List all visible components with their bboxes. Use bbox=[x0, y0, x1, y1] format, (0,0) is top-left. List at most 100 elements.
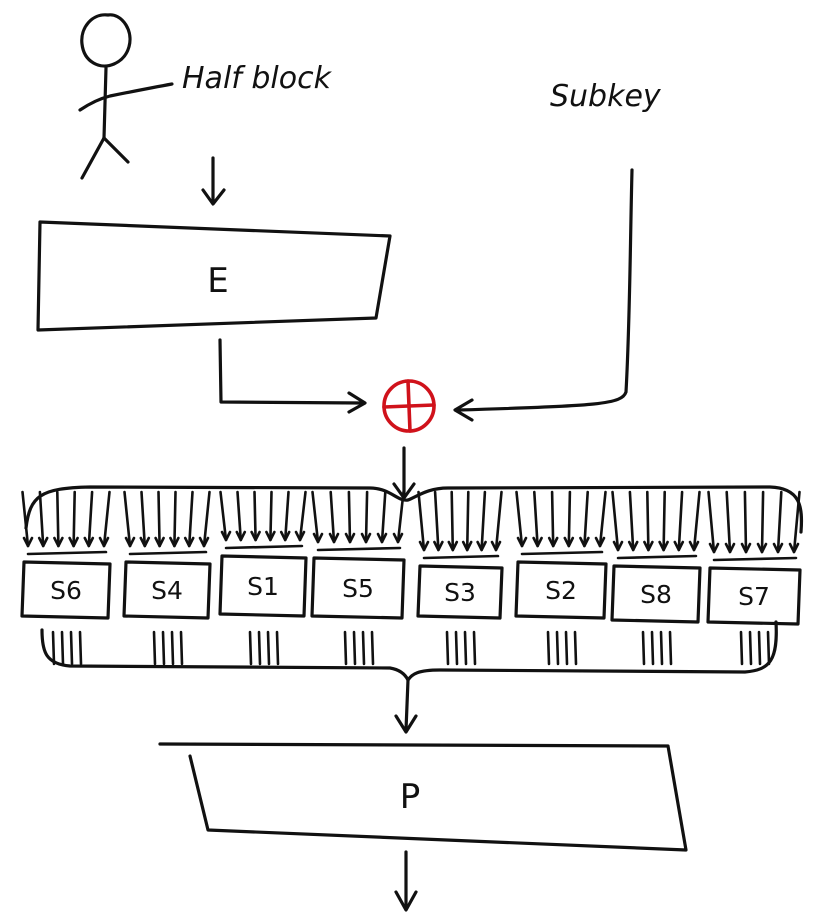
sbox-outline bbox=[20, 560, 112, 620]
input-bit-arrowhead bbox=[376, 532, 388, 544]
output-bit-line bbox=[445, 630, 450, 666]
input-bit-arrow bbox=[380, 490, 387, 544]
input-bit-arrow bbox=[567, 490, 572, 548]
input-bit-arrowhead bbox=[392, 532, 404, 544]
sbox-output-group bbox=[641, 630, 673, 666]
sbox-lid bbox=[422, 554, 500, 560]
input-bit-arrowhead bbox=[220, 530, 232, 542]
input-bit-arrow bbox=[38, 490, 45, 548]
sbox-output-group bbox=[248, 630, 280, 666]
input-bit-arrow bbox=[533, 490, 539, 548]
input-bit-arrowhead bbox=[183, 536, 195, 548]
input-bit-arrow bbox=[396, 490, 405, 544]
input-bit-arrow bbox=[450, 490, 455, 552]
input-bit-arrowhead bbox=[169, 536, 180, 548]
input-bit-arrow bbox=[202, 490, 211, 548]
input-bit-arrowhead bbox=[724, 542, 736, 554]
sbox-output-group bbox=[51, 630, 83, 666]
input-bit-arrowhead bbox=[612, 540, 624, 552]
sbox-row: S6 S4 S1 S5 S3 S2 S8 S7 bbox=[20, 544, 802, 626]
sbox-outline bbox=[706, 566, 802, 626]
output-bit-line bbox=[161, 630, 166, 666]
sbox-output-lines bbox=[51, 630, 771, 666]
input-bit-arrow bbox=[480, 490, 487, 552]
output-bit-line bbox=[463, 630, 468, 666]
input-bit-arrow bbox=[465, 490, 470, 552]
input-bit-arrowhead bbox=[328, 532, 340, 544]
input-bit-arrow bbox=[677, 490, 684, 552]
stick-figure-icon bbox=[78, 13, 174, 180]
output-bit-line bbox=[51, 630, 56, 666]
output-bit-line bbox=[248, 630, 253, 666]
input-bit-arrowhead bbox=[579, 536, 590, 548]
input-bit-arrow bbox=[662, 490, 666, 552]
input-bit-arrow bbox=[283, 490, 290, 542]
input-bit-arrow bbox=[417, 490, 426, 552]
input-bit-arrow bbox=[515, 490, 524, 548]
sbox-lid bbox=[520, 550, 604, 556]
sbox-label: S6 bbox=[50, 576, 82, 605]
input-bit-arrow bbox=[269, 490, 273, 542]
sbox-input-group bbox=[21, 490, 111, 548]
sbox-lid bbox=[224, 544, 304, 550]
input-bit-arrowhead bbox=[198, 536, 210, 548]
expansion-box: E bbox=[36, 220, 392, 332]
input-bit-arrow bbox=[87, 490, 94, 548]
output-bit-line bbox=[641, 630, 646, 666]
output-bit-line bbox=[650, 630, 655, 666]
input-bit-arrowhead bbox=[643, 540, 654, 552]
output-bit-line bbox=[60, 630, 65, 666]
input-bit-arrowhead bbox=[516, 536, 528, 548]
sbox-label: S2 bbox=[545, 576, 577, 605]
sbox-outline bbox=[416, 564, 504, 620]
input-bit-arrowhead bbox=[344, 532, 356, 544]
sbox-input-arrows bbox=[21, 490, 801, 554]
output-bit-line bbox=[739, 630, 744, 666]
input-bit-arrow bbox=[311, 490, 320, 544]
input-bit-arrowhead bbox=[68, 536, 79, 548]
output-bit-line bbox=[555, 630, 560, 666]
sbox-label: S1 bbox=[247, 572, 279, 601]
input-bit-arrow bbox=[792, 490, 801, 554]
input-bit-arrow bbox=[743, 490, 748, 554]
sbox-label: S8 bbox=[640, 580, 672, 609]
input-bit-arrow bbox=[173, 490, 177, 548]
output-bit-line bbox=[668, 630, 673, 666]
input-bit-arrow bbox=[707, 490, 716, 554]
output-bit-line bbox=[766, 630, 771, 666]
sbox-output-group bbox=[343, 630, 375, 666]
input-bit-arrowhead bbox=[461, 540, 473, 552]
xor-circle-plus-icon bbox=[382, 379, 436, 433]
sbox-s6: S6 bbox=[20, 550, 112, 620]
input-bit-arrow bbox=[219, 490, 228, 542]
sbox-s5: S5 bbox=[310, 546, 406, 620]
input-bit-arrowhead bbox=[740, 542, 752, 554]
input-bit-arrow bbox=[598, 490, 607, 548]
input-bit-arrowhead bbox=[547, 536, 559, 548]
subkey-label: Subkey bbox=[550, 79, 662, 114]
input-bit-arrow bbox=[583, 490, 589, 548]
arrow-subkey-to-xor bbox=[453, 168, 634, 422]
output-bit-line bbox=[78, 630, 83, 666]
input-bit-arrow bbox=[628, 490, 635, 552]
input-bit-arrow bbox=[102, 490, 111, 548]
sbox-input-group bbox=[123, 490, 211, 548]
input-bit-arrow bbox=[550, 490, 555, 548]
input-bit-arrowhead bbox=[433, 540, 444, 552]
output-bit-line bbox=[266, 630, 271, 666]
sbox-label: S3 bbox=[444, 578, 476, 607]
output-bit-line bbox=[152, 630, 157, 666]
output-bit-line bbox=[573, 630, 578, 666]
input-bit-arrow bbox=[298, 490, 307, 542]
input-bit-arrowhead bbox=[98, 536, 110, 548]
sbox-label: S4 bbox=[151, 576, 183, 605]
input-bit-arrowhead bbox=[627, 540, 639, 552]
sbox-input-group bbox=[417, 490, 503, 552]
input-bit-arrow bbox=[494, 490, 503, 552]
output-bit-line bbox=[275, 630, 280, 666]
input-bit-arrow bbox=[347, 490, 352, 544]
input-bit-arrowhead bbox=[235, 530, 247, 542]
input-bit-arrowhead bbox=[250, 530, 261, 542]
sbox-label: S7 bbox=[738, 582, 770, 611]
